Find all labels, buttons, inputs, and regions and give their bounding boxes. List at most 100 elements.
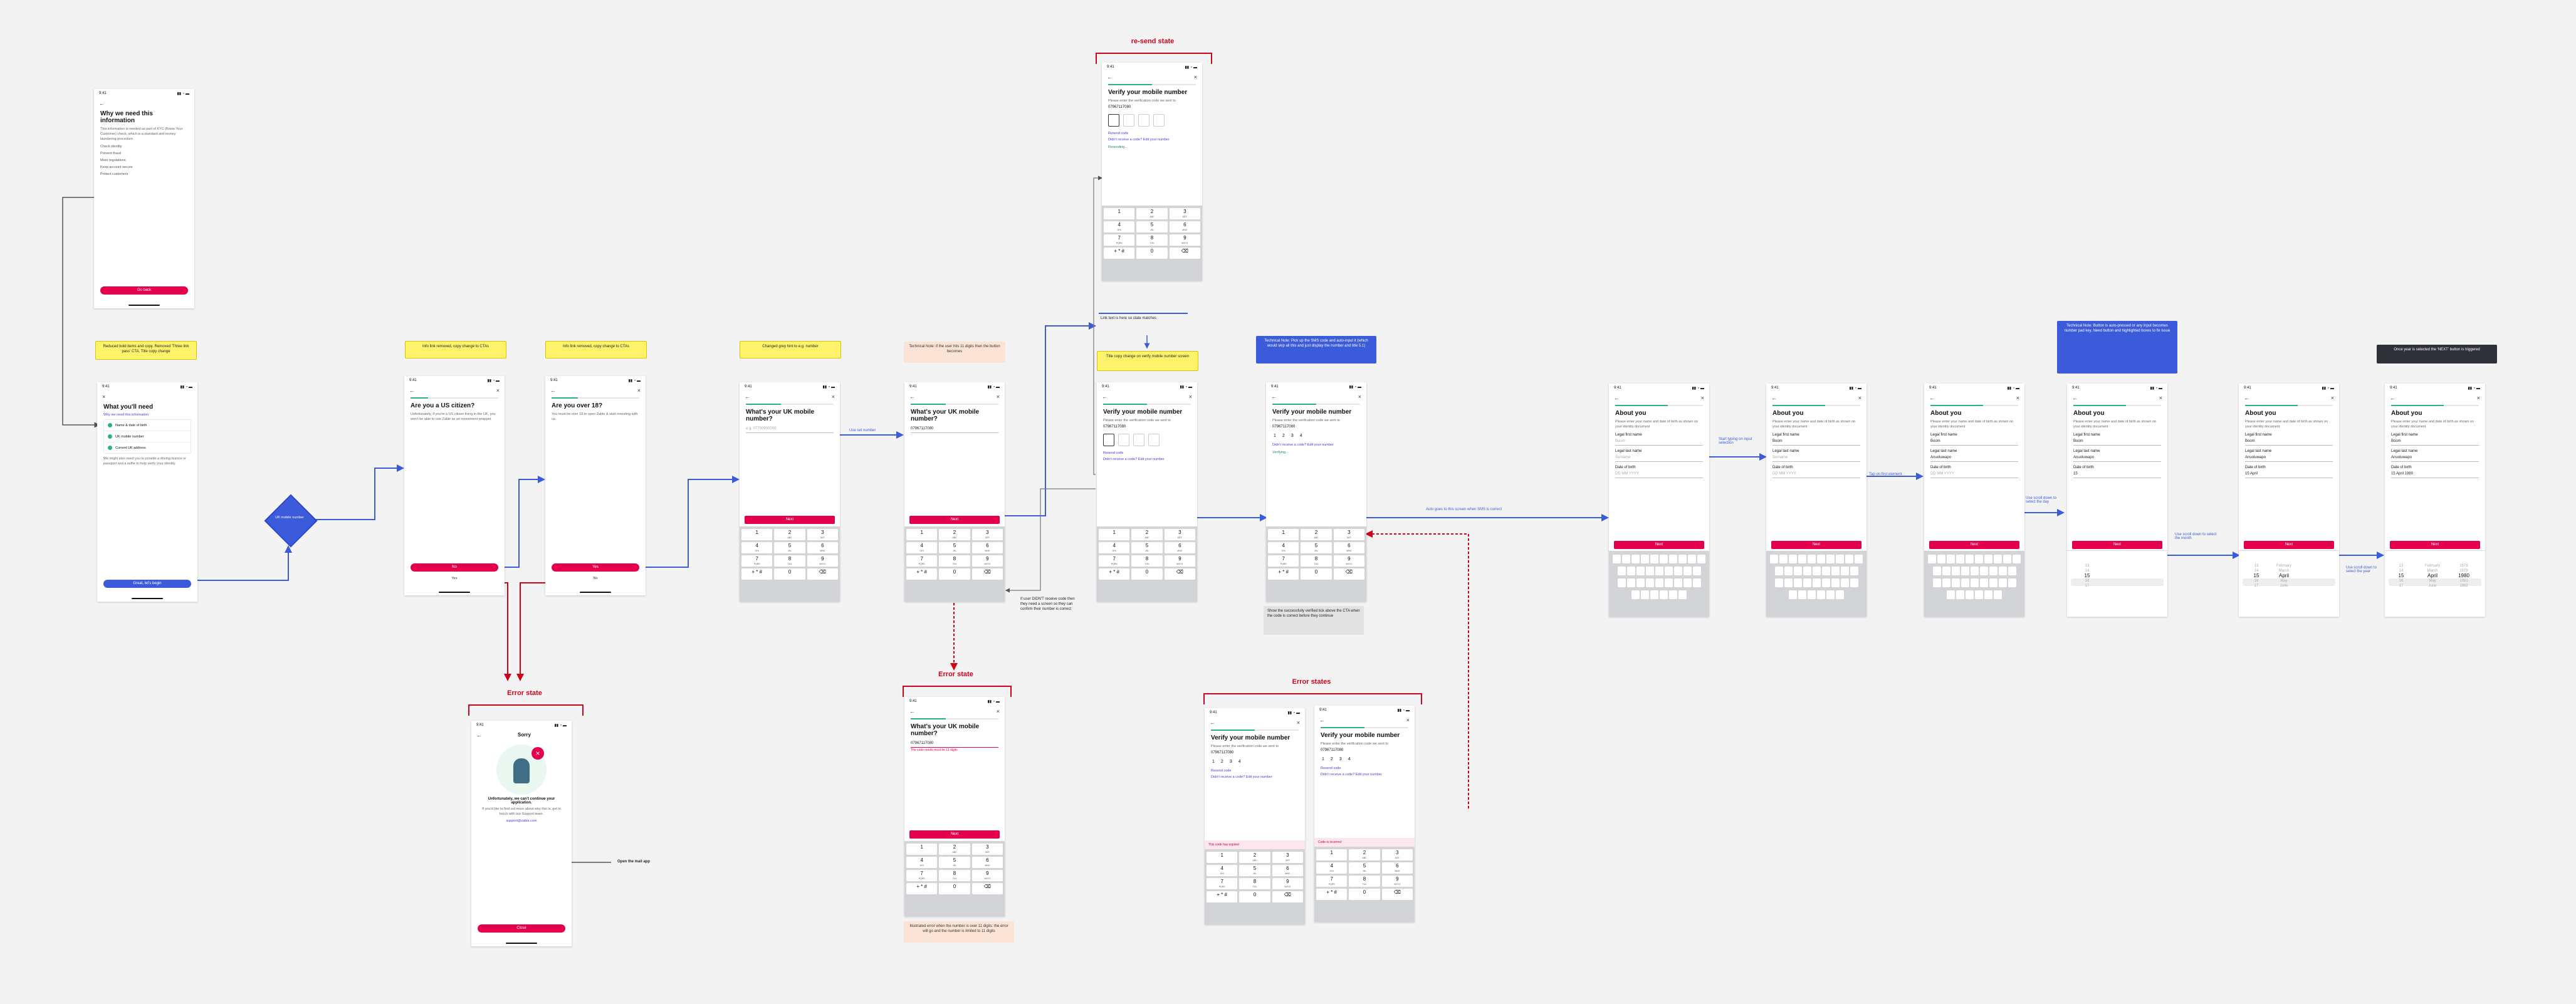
close-icon[interactable]: × <box>2476 395 2480 401</box>
keyboard-key[interactable] <box>1808 590 1816 599</box>
keyboard-key[interactable] <box>1836 590 1844 599</box>
back-icon[interactable]: ← <box>1102 394 1107 400</box>
keyboard-key[interactable] <box>1784 578 1793 587</box>
keyboard-key[interactable] <box>1617 567 1626 575</box>
keyboard-key[interactable] <box>1937 555 1945 563</box>
keyboard-key[interactable] <box>1660 590 1668 599</box>
keyboard-key[interactable] <box>1770 555 1778 563</box>
close-icon[interactable]: × <box>996 708 1000 714</box>
close-icon[interactable]: × <box>996 394 1000 400</box>
keyboard-key[interactable] <box>1779 555 1788 563</box>
keyboard-key[interactable] <box>1645 578 1654 587</box>
keyboard-key[interactable] <box>1793 567 1802 575</box>
back-icon[interactable]: ← <box>1771 395 1777 401</box>
keypad-key-cell[interactable]: + * # <box>906 883 938 894</box>
keyboard-key[interactable] <box>1947 555 1955 563</box>
close-icon[interactable]: × <box>1858 395 1861 401</box>
keyboard-key[interactable] <box>1798 590 1806 599</box>
keyboard-key[interactable] <box>1994 590 2002 599</box>
code-input[interactable] <box>1103 434 1191 446</box>
keyboard-key[interactable] <box>1784 567 1793 575</box>
keyboard-key[interactable] <box>1942 567 1950 575</box>
keyboard-key[interactable] <box>1850 578 1858 587</box>
keyboard-key[interactable] <box>1650 555 1658 563</box>
keyboard-key[interactable] <box>1836 555 1844 563</box>
keyboard-key[interactable] <box>1994 555 2002 563</box>
keyboard-key[interactable] <box>1692 567 1701 575</box>
keyboard-key[interactable] <box>1998 567 2007 575</box>
keyboard-key[interactable] <box>2008 567 2016 575</box>
first-name-input[interactable]: Boom <box>2245 437 2333 446</box>
no-button[interactable]: No <box>411 563 498 572</box>
keyboard-key[interactable] <box>1850 567 1858 575</box>
keypad-key-cell[interactable]: ⌫ <box>1169 248 1200 259</box>
keyboard-key[interactable] <box>1970 567 1979 575</box>
keyboard-key[interactable] <box>1669 590 1677 599</box>
keypad-key-cell[interactable]: ⌫ <box>971 883 1003 894</box>
close-icon[interactable]: × <box>1296 719 1300 726</box>
keyboard-key[interactable] <box>1817 555 1825 563</box>
keyboard-key[interactable] <box>1650 590 1658 599</box>
keyboard-key[interactable] <box>1989 567 1997 575</box>
code-input[interactable]: 1 2 3 4 <box>1274 434 1359 438</box>
keyboard-key[interactable] <box>1845 555 1853 563</box>
keyboard-key[interactable] <box>1998 578 2007 587</box>
keypad-key-cell[interactable]: 0 <box>1131 568 1163 580</box>
next-button[interactable]: Next <box>1771 541 1861 549</box>
keyboard-key[interactable] <box>1932 567 1941 575</box>
keyboard-key[interactable] <box>1951 567 1960 575</box>
keyboard-key[interactable] <box>1673 578 1682 587</box>
close-icon[interactable]: × <box>2330 395 2334 401</box>
back-icon[interactable]: ← <box>1319 717 1325 723</box>
keypad-key-cell[interactable]: ⌫ <box>1333 568 1364 580</box>
close-icon[interactable]: × <box>496 387 500 394</box>
keypad-key-cell[interactable]: ⌫ <box>971 568 1003 580</box>
keypad-key-cell[interactable]: + * # <box>1099 568 1130 580</box>
keypad-key-cell[interactable]: ⌫ <box>1164 568 1195 580</box>
begin-button[interactable]: Great, let's begin <box>103 580 191 588</box>
keypad-key-cell[interactable]: + * # <box>1316 889 1348 900</box>
keypad-key-cell[interactable]: 1 <box>906 529 938 540</box>
keypad-key-cell[interactable]: 0 <box>1301 568 1332 580</box>
code-input[interactable] <box>1108 114 1196 127</box>
keyboard-key[interactable] <box>1932 578 1941 587</box>
keyboard-key[interactable] <box>1692 578 1701 587</box>
keyboard-key[interactable] <box>1636 578 1645 587</box>
next-button[interactable]: Next <box>745 516 835 524</box>
edit-number-link[interactable]: Didn't receive a code? Edit your number <box>1272 443 1334 447</box>
dob-input[interactable]: 15 <box>2073 470 2161 478</box>
back-icon[interactable]: ← <box>909 394 915 400</box>
close-icon[interactable]: × <box>2159 395 2162 401</box>
mobile-input[interactable]: e.g. 07700900000 <box>746 425 834 433</box>
keyboard-key[interactable] <box>1984 590 1992 599</box>
close-icon[interactable]: × <box>1358 394 1361 400</box>
